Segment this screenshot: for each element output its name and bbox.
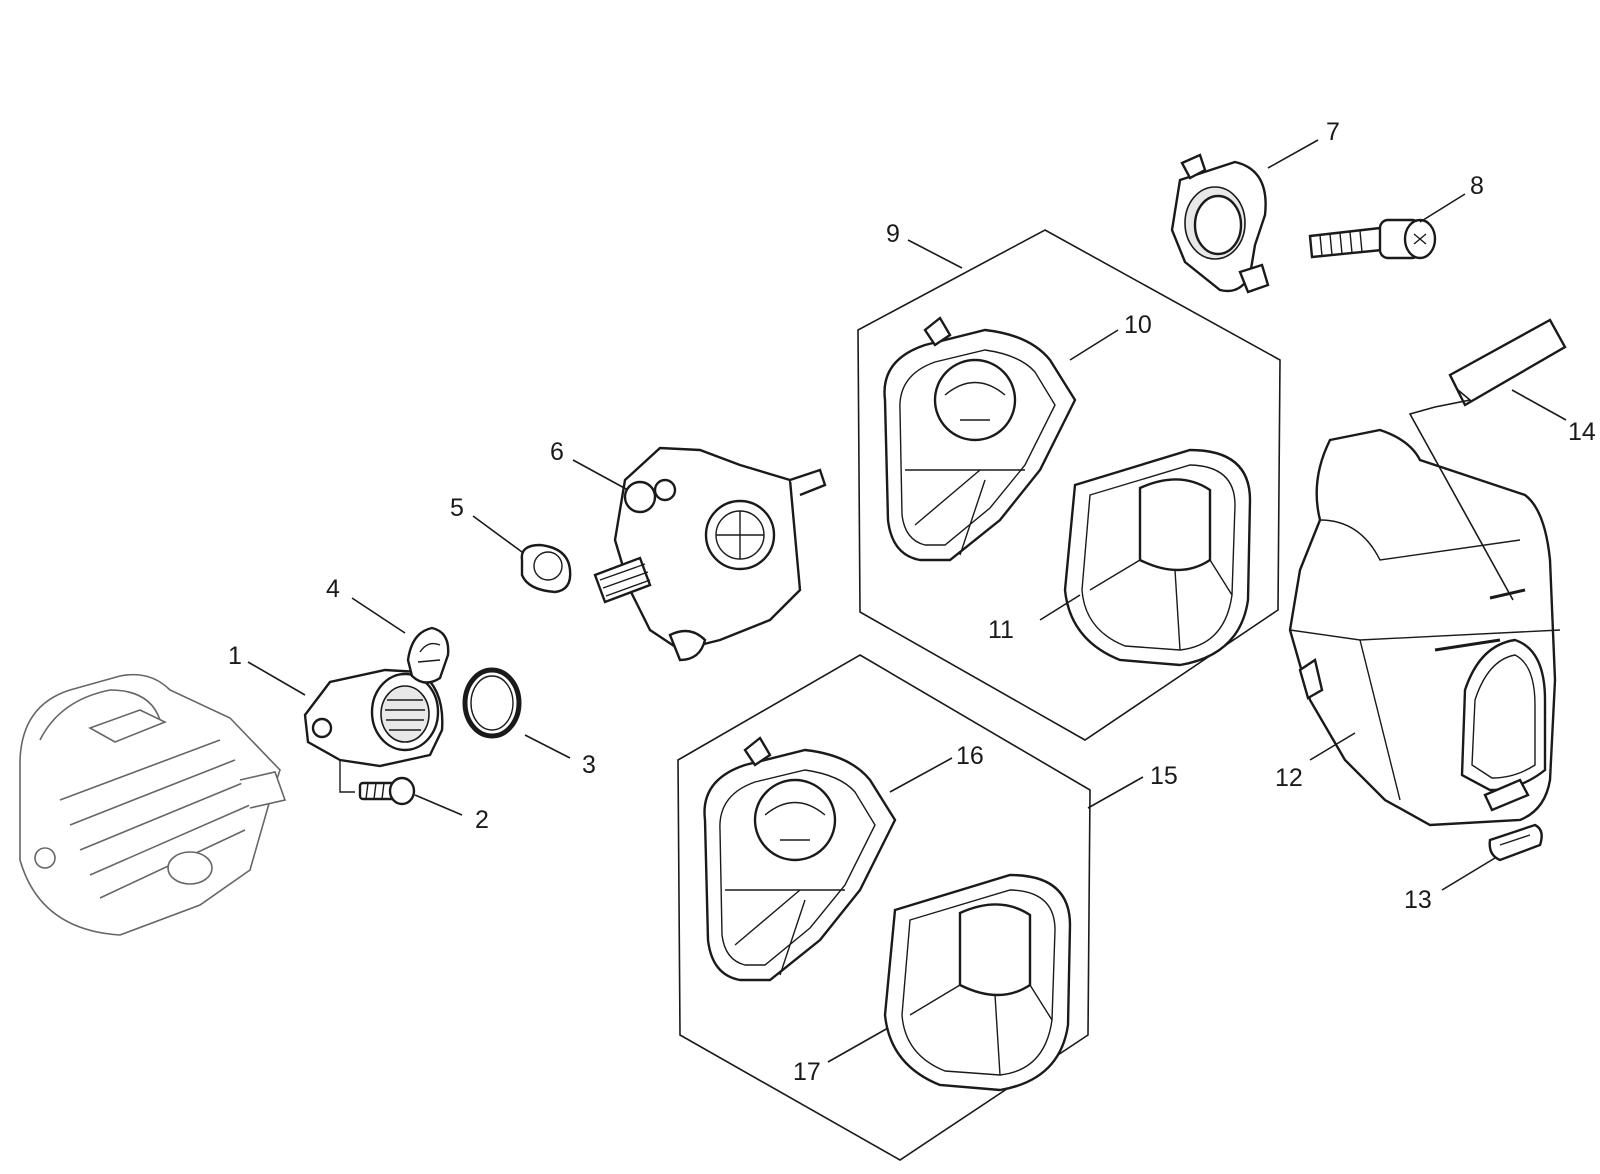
callout-8: 8 (1470, 172, 1484, 200)
callout-7: 7 (1326, 118, 1340, 146)
cylinder-part (19, 673, 287, 936)
air-filter-part-kit (883, 873, 1072, 1092)
callout-5: 5 (450, 494, 464, 522)
leader-lines (247, 139, 1567, 1063)
callout-2: 2 (475, 806, 489, 834)
callout-3: 3 (582, 751, 596, 779)
callout-labels: 1 2 3 4 5 6 7 8 9 10 11 12 13 14 15 16 1… (228, 118, 1596, 1086)
filter-cover-part (1288, 428, 1561, 827)
callout-13: 13 (1404, 886, 1432, 914)
callout-12: 12 (1275, 764, 1303, 792)
clip-part (406, 626, 450, 684)
kit-9-frame (857, 229, 1281, 741)
callout-15: 15 (1150, 762, 1178, 790)
kit-15-frame (677, 654, 1091, 1161)
callout-14: 14 (1568, 418, 1596, 446)
air-filter-frame-part-kit (703, 736, 897, 982)
callout-9: 9 (886, 220, 900, 248)
callout-17: 17 (793, 1058, 821, 1086)
flange-part (1170, 153, 1270, 294)
bushing-part (520, 543, 572, 594)
callout-16: 16 (956, 742, 984, 770)
small-clip-part (1488, 823, 1543, 862)
long-screw-part (1308, 218, 1437, 260)
intake-manifold-part (303, 668, 444, 793)
callout-4: 4 (326, 575, 340, 603)
carburetor-part (593, 446, 827, 662)
air-filter-frame-part (883, 316, 1077, 562)
screw-part (358, 776, 416, 806)
label-decal-part (1408, 318, 1567, 601)
callout-11: 11 (988, 616, 1014, 644)
air-filter-part (1063, 448, 1252, 667)
callout-10: 10 (1124, 311, 1152, 339)
callout-6: 6 (550, 438, 564, 466)
callout-1: 1 (228, 642, 242, 670)
o-ring-part (462, 667, 522, 739)
